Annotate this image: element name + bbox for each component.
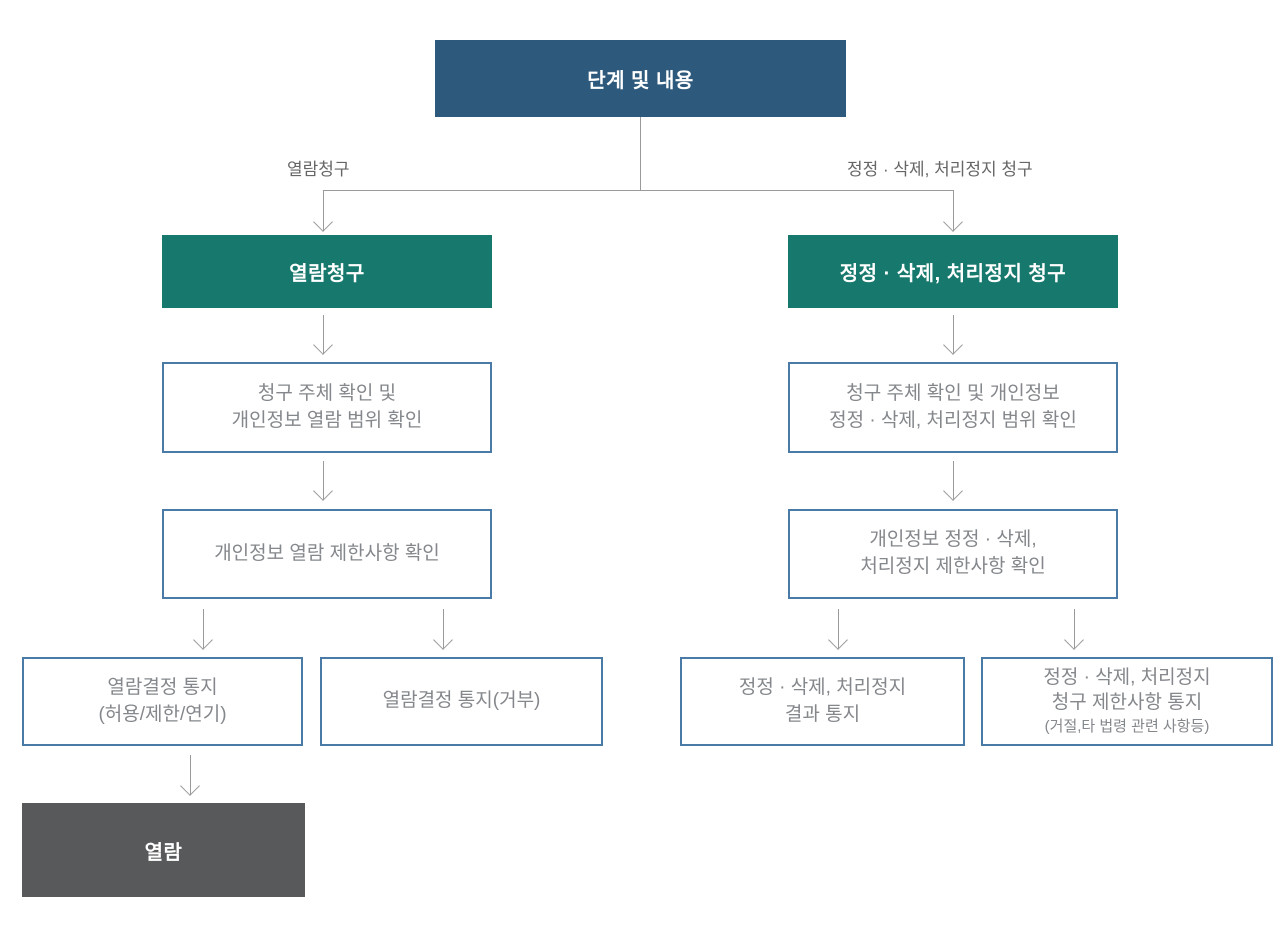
arrow-down-icon bbox=[838, 609, 839, 649]
left-branch-header-node: 열람청구 bbox=[162, 235, 492, 308]
right-result-restrict-main: 정정 · 삭제, 처리정지 청구 제한사항 통지 bbox=[1043, 667, 1211, 713]
left-step2-node: 개인정보 열람 제한사항 확인 bbox=[162, 509, 492, 599]
right-result-restrict-node: 정정 · 삭제, 처리정지 청구 제한사항 통지 (거절,타 법령 관련 사항등… bbox=[981, 657, 1273, 746]
connector-stem-line bbox=[640, 117, 641, 190]
arrow-down-icon bbox=[323, 461, 324, 500]
arrow-down-icon bbox=[953, 461, 954, 500]
arrow-down-icon bbox=[190, 755, 191, 795]
arrow-down-icon bbox=[203, 609, 204, 649]
left-step1-node: 청구 주체 확인 및 개인정보 열람 범위 확인 bbox=[162, 362, 492, 453]
branch-label-right: 정정 · 삭제, 처리정지 청구 bbox=[847, 160, 1033, 179]
arrow-down-icon bbox=[953, 315, 954, 354]
right-step2-node: 개인정보 정정 · 삭제, 처리정지 제한사항 확인 bbox=[788, 509, 1118, 599]
connector-horizontal-line bbox=[323, 190, 954, 191]
branch-label-left: 열람청구 bbox=[287, 160, 350, 179]
title-node: 단계 및 내용 bbox=[435, 40, 846, 117]
right-step1-node: 청구 주체 확인 및 개인정보 정정 · 삭제, 처리정지 범위 확인 bbox=[788, 362, 1118, 453]
arrow-down-icon bbox=[323, 315, 324, 354]
arrow-down-icon bbox=[323, 190, 324, 231]
left-final-node: 열람 bbox=[22, 803, 305, 897]
right-branch-header-node: 정정 · 삭제, 처리정지 청구 bbox=[788, 235, 1118, 308]
right-result-outcome-node: 정정 · 삭제, 처리정지 결과 통지 bbox=[680, 657, 965, 746]
arrow-down-icon bbox=[953, 190, 954, 231]
arrow-down-icon bbox=[1074, 609, 1075, 649]
left-result-deny-node: 열람결정 통지(거부) bbox=[320, 657, 603, 746]
right-result-restrict-note: (거절,타 법령 관련 사항등) bbox=[1044, 718, 1210, 736]
arrow-down-icon bbox=[443, 609, 444, 649]
left-result-allow-node: 열람결정 통지 (허용/제한/연기) bbox=[22, 657, 303, 746]
